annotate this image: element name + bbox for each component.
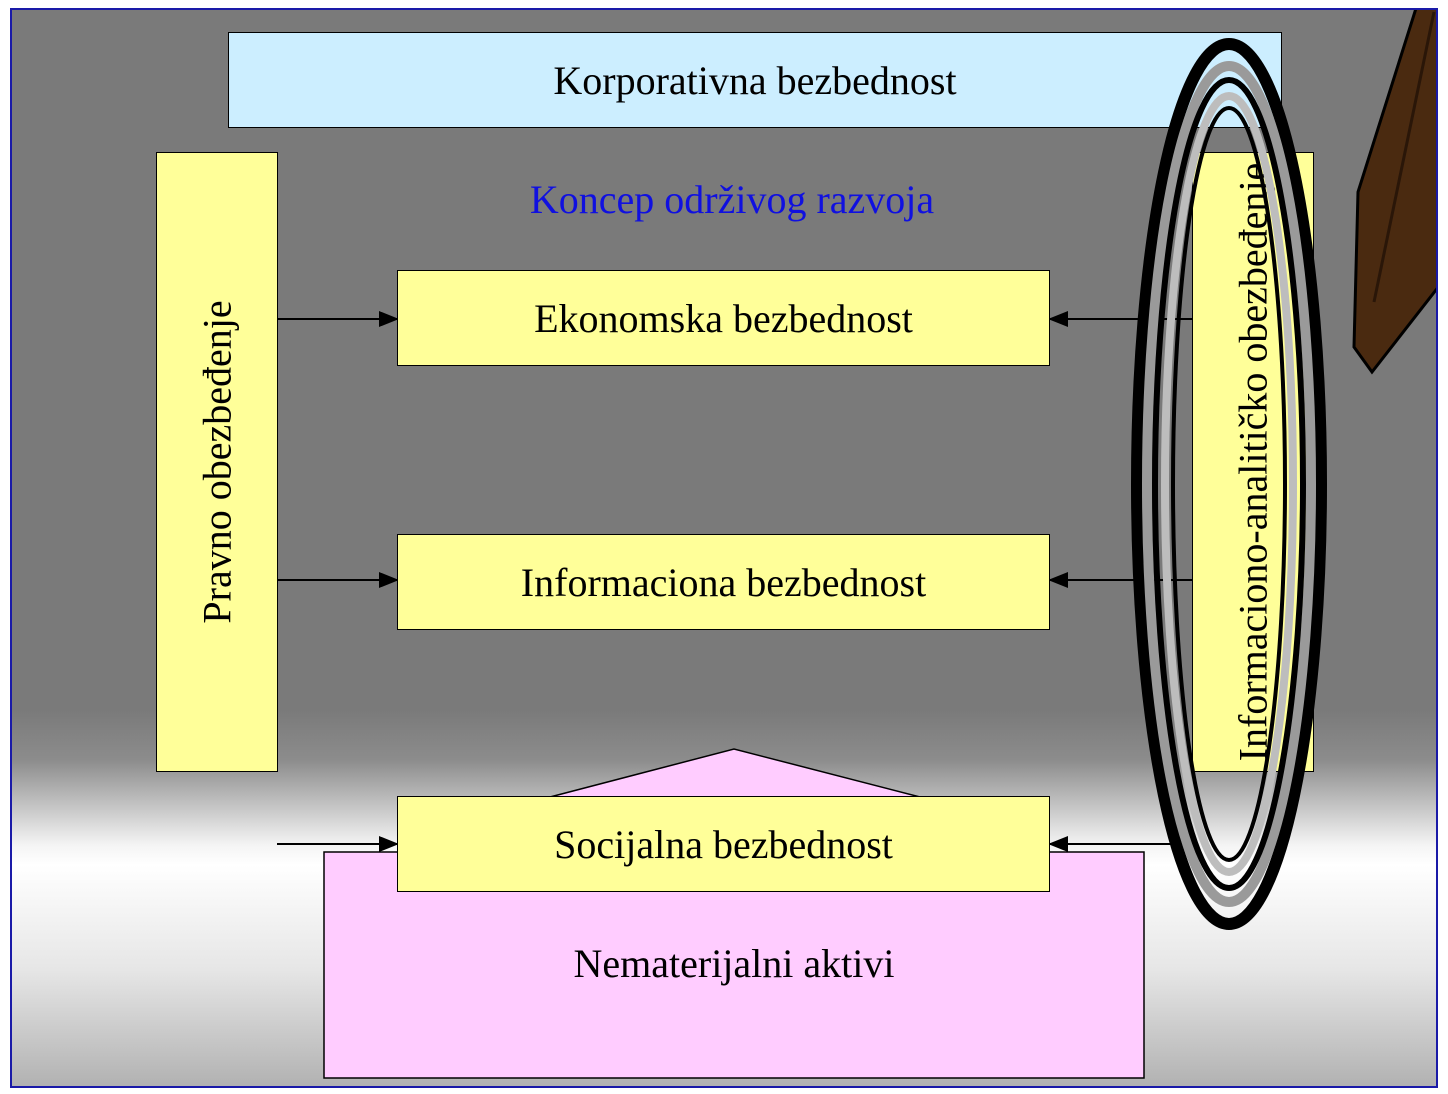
title-text: Korporativna bezbednost (553, 57, 957, 103)
diagram-slide: Korporativna bezbednost Koncep održivog … (10, 8, 1438, 1088)
component-label: Informaciona bezbednost (520, 559, 927, 605)
component-label: Ekonomska bezbednost (534, 295, 913, 341)
title-box: Korporativna bezbednost (228, 32, 1282, 128)
base-label: Nematerijalni aktivi (573, 941, 895, 986)
component-box-information: Informaciona bezbednost (397, 534, 1050, 630)
left-support-box: Pravno obezbeđenje (156, 152, 278, 772)
component-box-social: Socijalna bezbednost (397, 796, 1050, 892)
magnifying-glass-icon (1131, 10, 1436, 930)
subtitle-text: Koncep održivog razvoja (529, 177, 935, 222)
component-label: Socijalna bezbednost (554, 821, 893, 867)
component-box-economic: Ekonomska bezbednost (397, 270, 1050, 366)
